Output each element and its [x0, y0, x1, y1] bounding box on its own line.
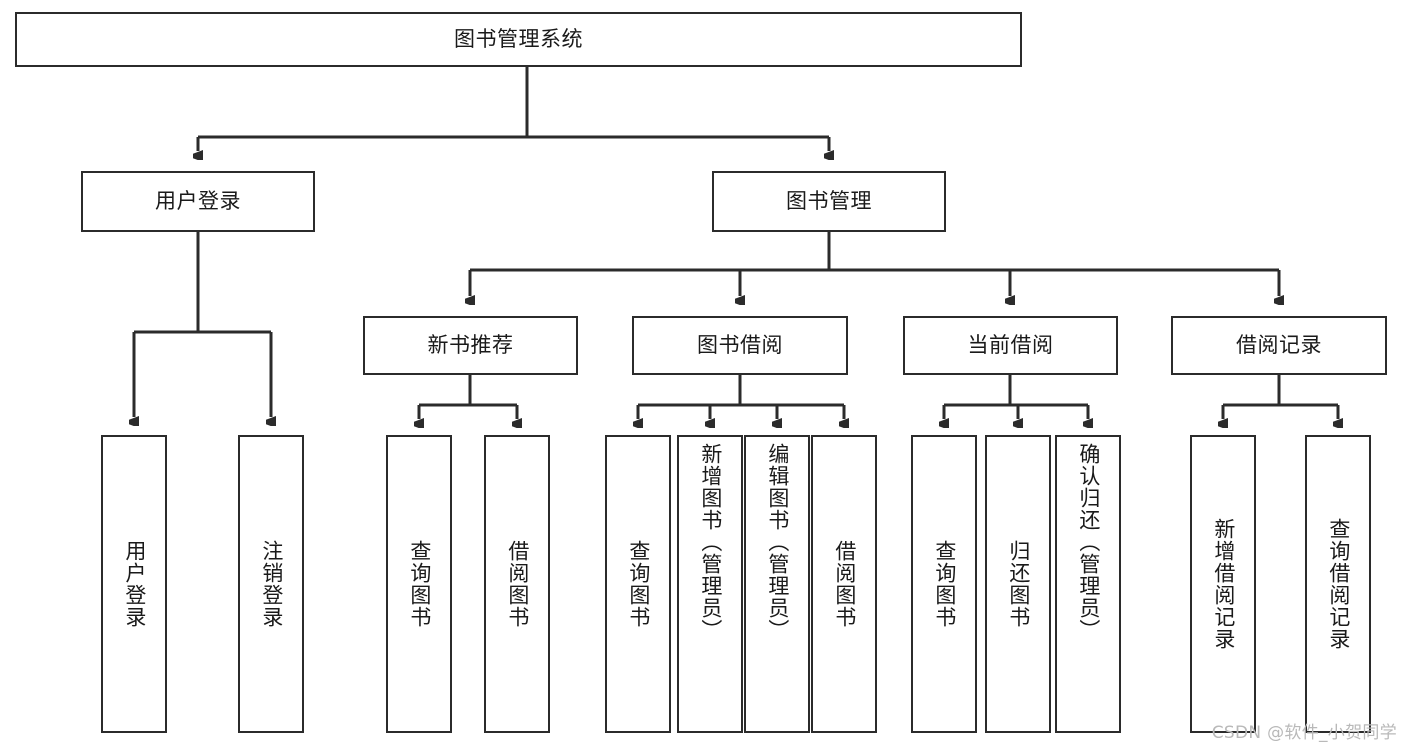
node-leaf-add-book-admin[interactable]: 新增图书（管理员） — [677, 435, 743, 733]
node-book-manage[interactable]: 图书管理 — [712, 171, 946, 232]
node-borrow-record[interactable]: 借阅记录 — [1171, 316, 1387, 375]
node-new-book-recommend-label: 新书推荐 — [427, 332, 514, 357]
node-leaf-query-book-3-label: 查询图书 — [932, 540, 957, 628]
node-book-manage-label: 图书管理 — [786, 188, 872, 213]
node-leaf-borrow-book-1-label: 借阅图书 — [505, 540, 530, 628]
node-leaf-return-book-label: 归还图书 — [1006, 540, 1031, 628]
node-new-book-recommend[interactable]: 新书推荐 — [363, 316, 578, 375]
node-leaf-confirm-return-admin[interactable]: 确认归还（管理员） — [1055, 435, 1121, 733]
node-root-label: 图书管理系统 — [454, 26, 583, 51]
node-leaf-borrow-book-2-label: 借阅图书 — [832, 540, 857, 628]
node-leaf-borrow-book-1[interactable]: 借阅图书 — [484, 435, 550, 733]
node-leaf-add-book-admin-label: 新增图书（管理员） — [698, 443, 723, 641]
node-leaf-user-login-label: 用户登录 — [122, 540, 147, 628]
node-leaf-query-book-1[interactable]: 查询图书 — [386, 435, 452, 733]
node-leaf-user-logout-label: 注销登录 — [259, 540, 284, 628]
node-leaf-user-login[interactable]: 用户登录 — [101, 435, 167, 733]
node-user-login-label: 用户登录 — [155, 188, 241, 213]
node-current-borrow[interactable]: 当前借阅 — [903, 316, 1118, 375]
node-book-borrow[interactable]: 图书借阅 — [632, 316, 848, 375]
node-root[interactable]: 图书管理系统 — [15, 12, 1022, 67]
node-leaf-edit-book-admin[interactable]: 编辑图书（管理员） — [744, 435, 810, 733]
node-leaf-query-book-2-label: 查询图书 — [626, 540, 651, 628]
node-current-borrow-label: 当前借阅 — [967, 332, 1054, 357]
node-leaf-query-book-2[interactable]: 查询图书 — [605, 435, 671, 733]
node-leaf-query-borrow-record[interactable]: 查询借阅记录 — [1305, 435, 1371, 733]
node-leaf-query-book-3[interactable]: 查询图书 — [911, 435, 977, 733]
csdn-watermark: CSDN @软件_小贺同学 — [1211, 723, 1397, 743]
node-leaf-add-borrow-record[interactable]: 新增借阅记录 — [1190, 435, 1256, 733]
node-leaf-borrow-book-2[interactable]: 借阅图书 — [811, 435, 877, 733]
node-borrow-record-label: 借阅记录 — [1236, 332, 1322, 357]
node-leaf-add-borrow-record-label: 新增借阅记录 — [1211, 518, 1236, 650]
node-book-borrow-label: 图书借阅 — [697, 332, 783, 357]
node-leaf-return-book[interactable]: 归还图书 — [985, 435, 1051, 733]
node-leaf-query-book-1-label: 查询图书 — [407, 540, 432, 628]
node-user-login[interactable]: 用户登录 — [81, 171, 315, 232]
node-leaf-confirm-return-admin-label: 确认归还（管理员） — [1076, 443, 1101, 641]
node-leaf-edit-book-admin-label: 编辑图书（管理员） — [765, 443, 790, 641]
node-leaf-user-logout[interactable]: 注销登录 — [238, 435, 304, 733]
node-leaf-query-borrow-record-label: 查询借阅记录 — [1326, 518, 1351, 650]
